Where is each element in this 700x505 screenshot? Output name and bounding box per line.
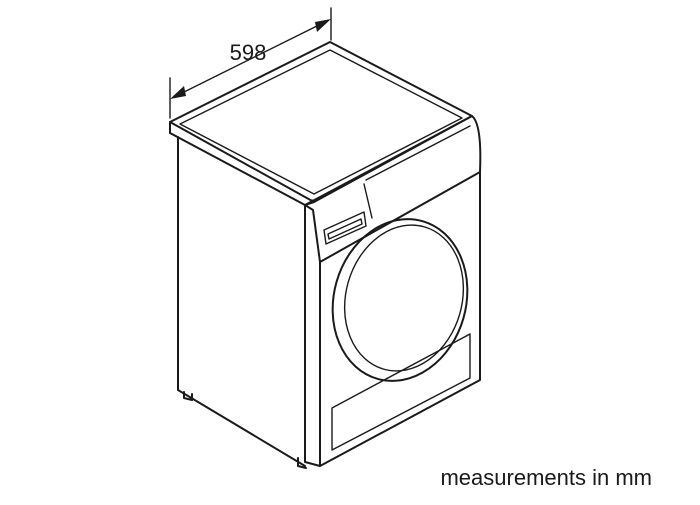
width-value-label: 598 [230,40,267,65]
dryer-door [331,218,469,382]
arrowhead-right [315,19,331,32]
dryer-side-panel [169,132,306,467]
dimension-line [175,21,326,97]
dryer-feet [183,391,307,469]
arrowhead-left [170,86,186,99]
control-panel [304,115,482,263]
dryer-top-panel [169,41,473,213]
width-dimension: 598 [169,7,332,119]
display-screen [323,211,367,245]
measurement-caption: measurements in mm [440,465,652,490]
dryer-appliance [169,41,482,469]
dryer-front-panel [304,171,481,467]
plinth-panel [331,333,471,451]
